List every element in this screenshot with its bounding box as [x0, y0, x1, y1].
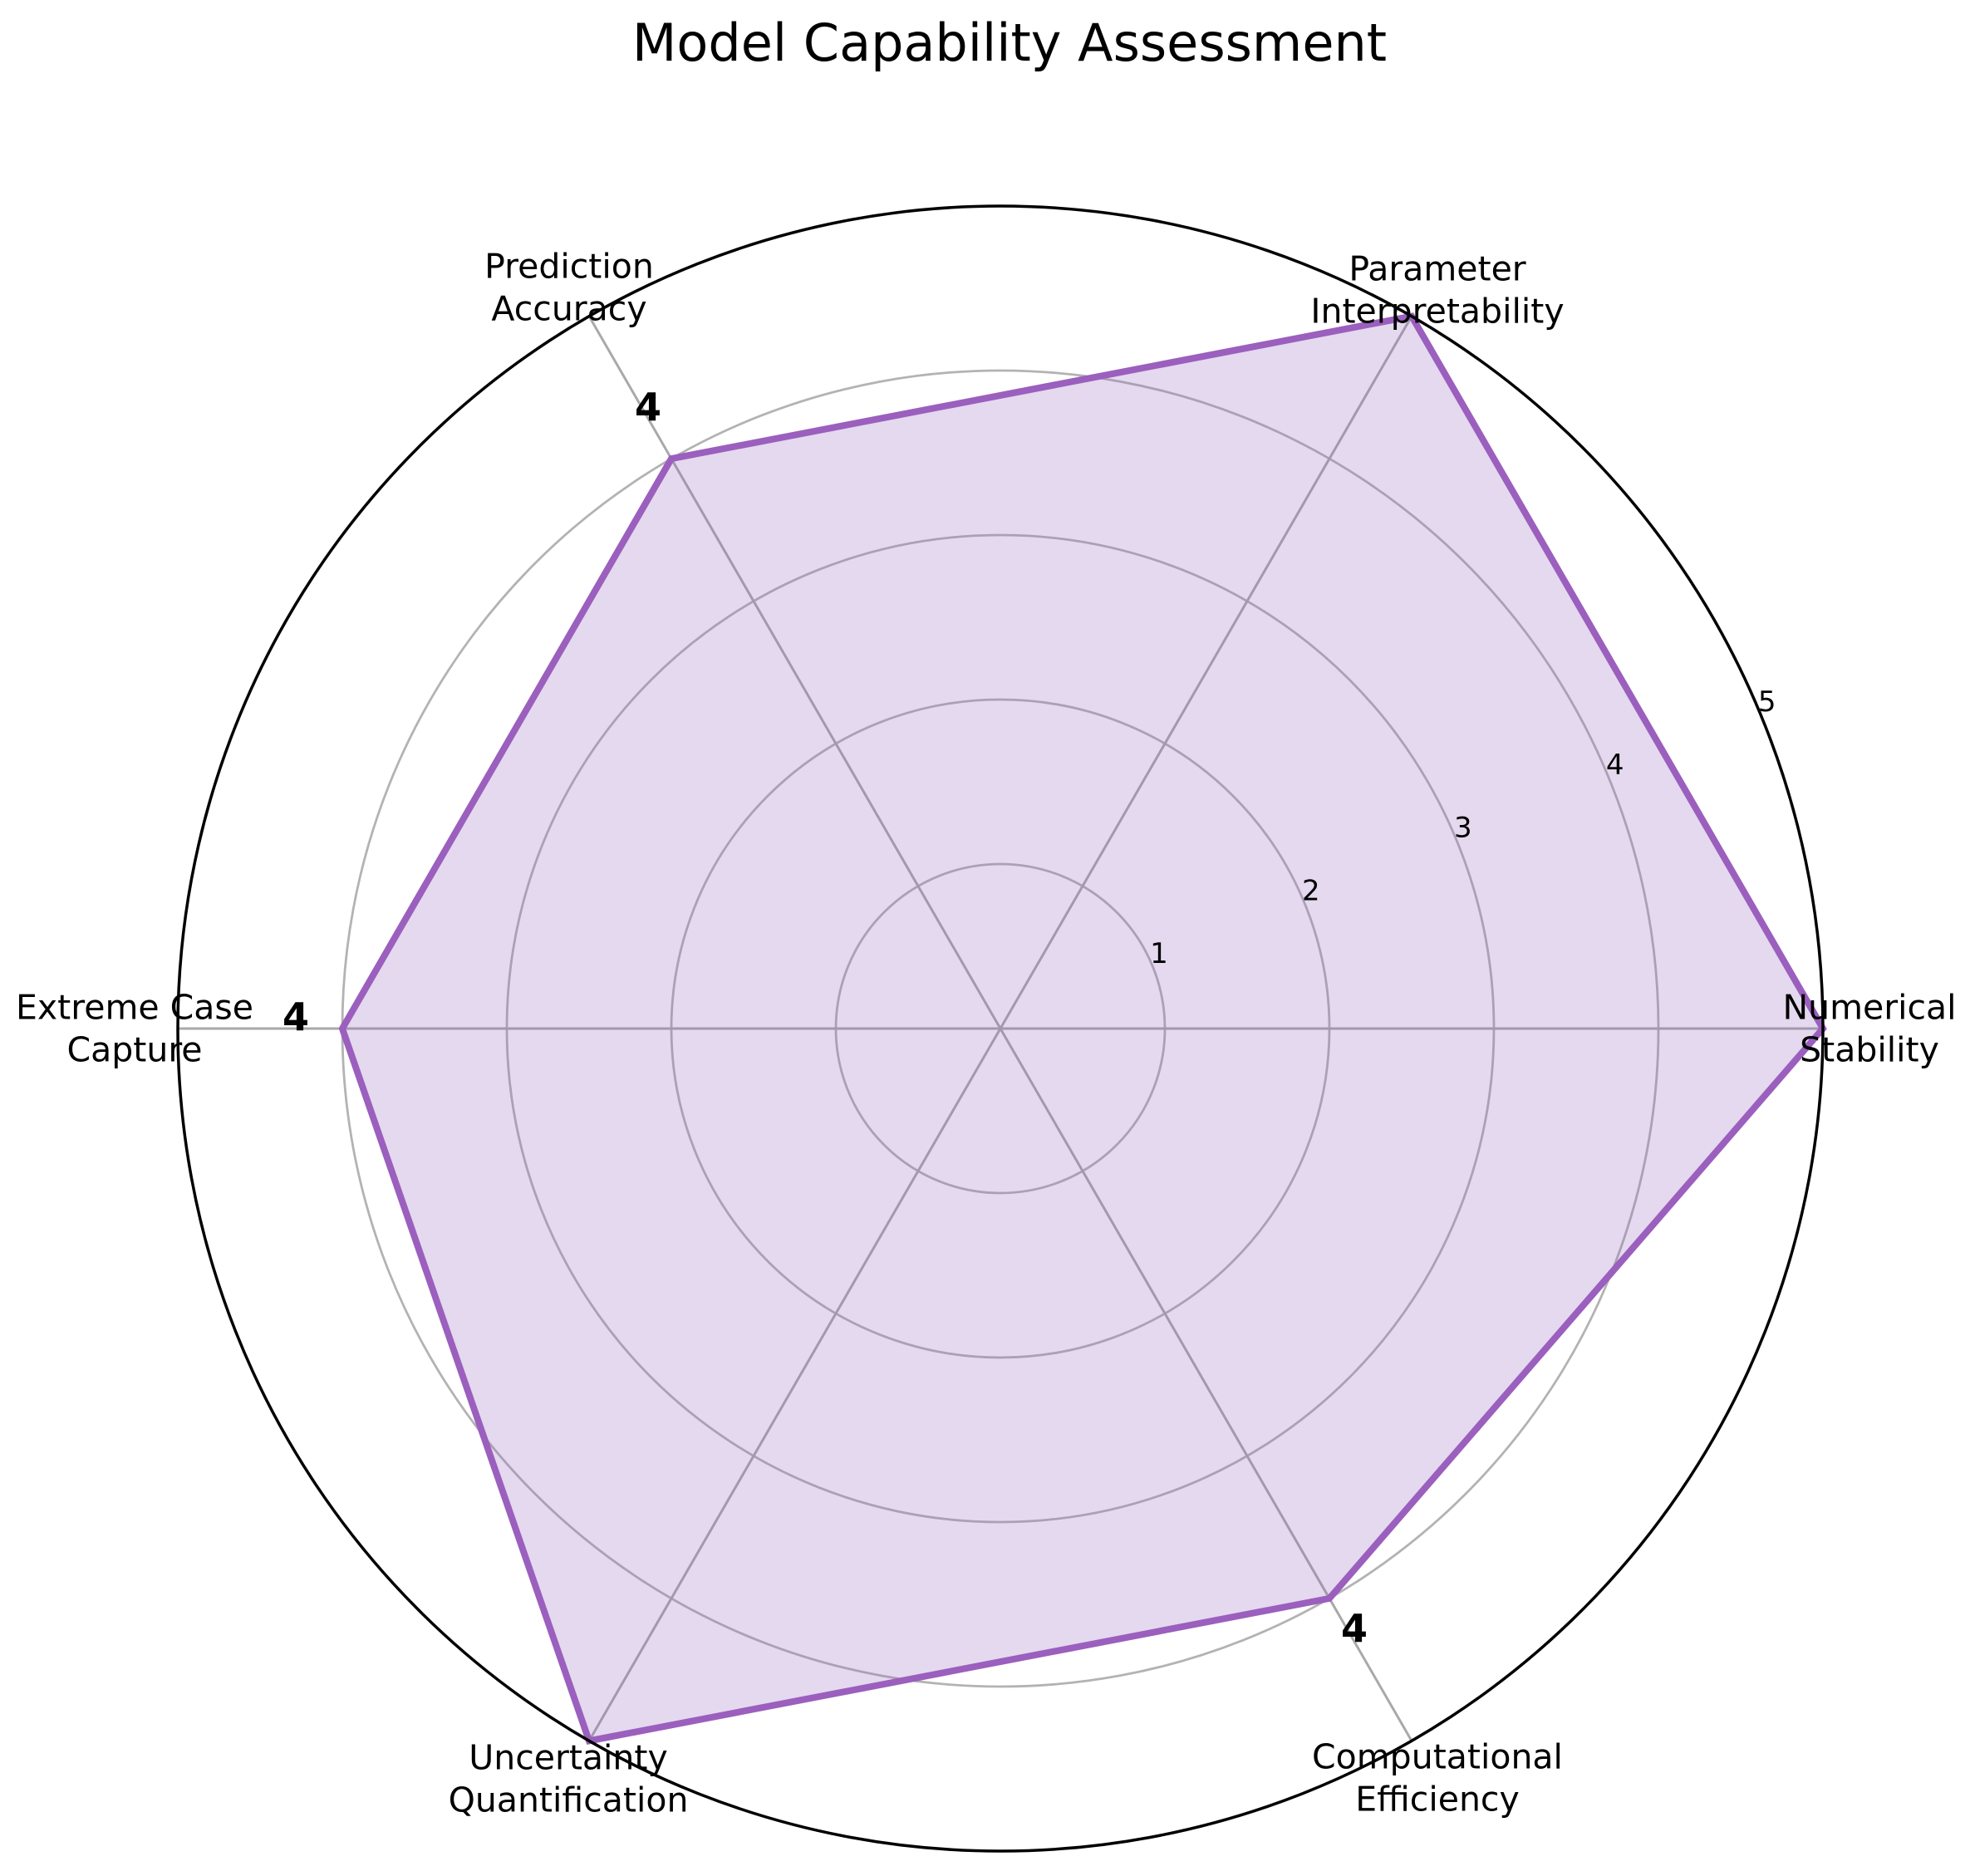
axis-label-line: Uncertainty	[469, 1738, 668, 1778]
axis-label-line: Interpretability	[1310, 292, 1564, 331]
value-label-extreme-case-capture: 4	[282, 994, 309, 1039]
axis-label-line: Numerical	[1782, 988, 1956, 1028]
polar-spine	[176, 204, 1825, 1853]
axis-spoke-uncertainty-quantification	[587, 1028, 1002, 1742]
axis-spoke-prediction-accuracy	[587, 315, 1002, 1029]
value-label-computational-efficiency: 4	[1341, 1606, 1368, 1651]
axis-label-line: Quantification	[449, 1780, 689, 1820]
axis-label-line: Prediction	[484, 247, 654, 287]
axis-label-line: Computational	[1312, 1737, 1563, 1777]
rtick-label-1: 1	[1150, 937, 1168, 970]
axis-label-line: Capture	[66, 1030, 202, 1070]
axis-label-line: Accuracy	[491, 289, 646, 329]
data-layer	[176, 204, 1827, 1853]
axis-label-line: Stability	[1800, 1030, 1939, 1070]
axis-spoke-computational-efficiency	[999, 1028, 1413, 1742]
rtick-label-4: 4	[1606, 749, 1624, 782]
axis-label-line: Efficiency	[1355, 1780, 1520, 1820]
value-label-prediction-accuracy: 4	[635, 385, 661, 430]
axis-label-line: Parameter	[1349, 249, 1525, 289]
rtick-label-3: 3	[1454, 812, 1472, 845]
chart-title: Model Capability Assessment	[632, 12, 1387, 73]
axis-label-line: Extreme Case	[16, 988, 253, 1028]
data-polygon	[338, 312, 1827, 1745]
rtick-label-2: 2	[1302, 874, 1320, 907]
rtick-label-5: 5	[1758, 685, 1776, 719]
axis-spoke-parameter-interpretability	[999, 315, 1413, 1029]
